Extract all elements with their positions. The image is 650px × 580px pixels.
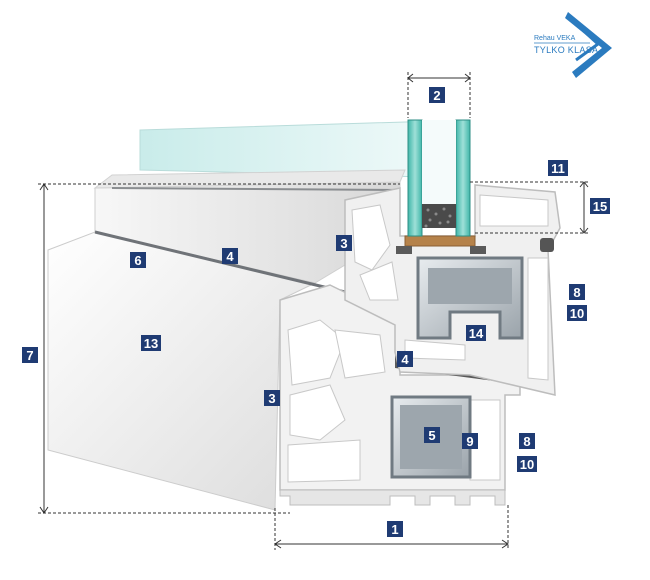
marker-8a-label: 8 xyxy=(573,285,580,300)
glazing-spacer xyxy=(404,235,476,247)
marker-3b-label: 3 xyxy=(268,391,275,406)
marker-4-lower: 4 xyxy=(397,351,413,367)
marker-14-label: 14 xyxy=(469,326,484,341)
marker-6: 6 xyxy=(130,252,146,268)
logo-tagline-text: TYLKO KLASA A xyxy=(534,45,606,55)
marker-14: 14 xyxy=(466,325,486,341)
desiccant-texture xyxy=(424,207,452,228)
marker-4b-label: 4 xyxy=(401,352,409,367)
marker-3a-label: 3 xyxy=(340,236,347,251)
frame-chamber xyxy=(334,329,386,379)
marker-11: 11 xyxy=(548,160,568,176)
frame-chamber xyxy=(289,384,346,441)
marker-10b-label: 10 xyxy=(520,457,534,472)
sash-steel-inner xyxy=(428,268,512,304)
frame-chamber xyxy=(287,439,361,483)
marker-7-label: 7 xyxy=(26,348,33,363)
dimension-height xyxy=(38,183,400,514)
dimension-width xyxy=(274,505,509,550)
marker-2: 2 xyxy=(429,87,445,103)
glass-pane-outer xyxy=(407,119,423,237)
logo-brand-text: Rehau VEKA xyxy=(534,35,576,42)
marker-5-label: 5 xyxy=(428,428,435,443)
glass-cavity xyxy=(422,120,456,204)
glazing-seal-left xyxy=(396,246,412,254)
marker-11-label: 11 xyxy=(551,161,565,176)
marker-2-label: 2 xyxy=(433,88,440,103)
marker-10-lower: 10 xyxy=(517,456,537,472)
marker-8-lower: 8 xyxy=(519,433,535,449)
sash-chamber xyxy=(527,257,549,381)
marker-6-label: 6 xyxy=(134,253,141,268)
marker-8-upper: 8 xyxy=(569,284,585,300)
marker-10a-label: 10 xyxy=(570,306,584,321)
glass-pane-inner xyxy=(455,119,471,237)
sash-gasket xyxy=(540,238,554,252)
sash-chamber xyxy=(351,204,391,271)
marker-10-upper: 10 xyxy=(567,305,587,321)
marker-8b-label: 8 xyxy=(523,434,530,449)
brand-logo: Rehau VEKA TYLKO KLASA A xyxy=(534,12,612,78)
marker-3-lower: 3 xyxy=(264,390,280,406)
marker-5: 5 xyxy=(424,427,440,443)
marker-15-label: 15 xyxy=(593,199,607,214)
marker-15: 15 xyxy=(590,198,610,214)
marker-9: 9 xyxy=(462,433,478,449)
marker-3-upper: 3 xyxy=(336,235,352,251)
marker-4-upper: 4 xyxy=(222,248,238,264)
sash-chamber xyxy=(479,194,549,227)
glazing-seal-right xyxy=(470,246,486,254)
marker-4a-label: 4 xyxy=(226,249,234,264)
marker-13-label: 13 xyxy=(144,336,158,351)
seal-groove-line xyxy=(111,187,401,191)
dimension-glass-thickness xyxy=(407,72,471,118)
marker-1-label: 1 xyxy=(391,522,398,537)
sash-chamber xyxy=(359,261,399,301)
frame-feet xyxy=(279,489,506,506)
marker-7: 7 xyxy=(22,347,38,363)
marker-9-label: 9 xyxy=(466,434,473,449)
seal-groove-line xyxy=(94,230,346,294)
frame-chamber xyxy=(287,319,346,386)
logo-chevron-icon xyxy=(565,12,612,78)
marker-1: 1 xyxy=(387,521,403,537)
dimension-overlap xyxy=(470,181,590,234)
marker-13: 13 xyxy=(141,335,161,351)
